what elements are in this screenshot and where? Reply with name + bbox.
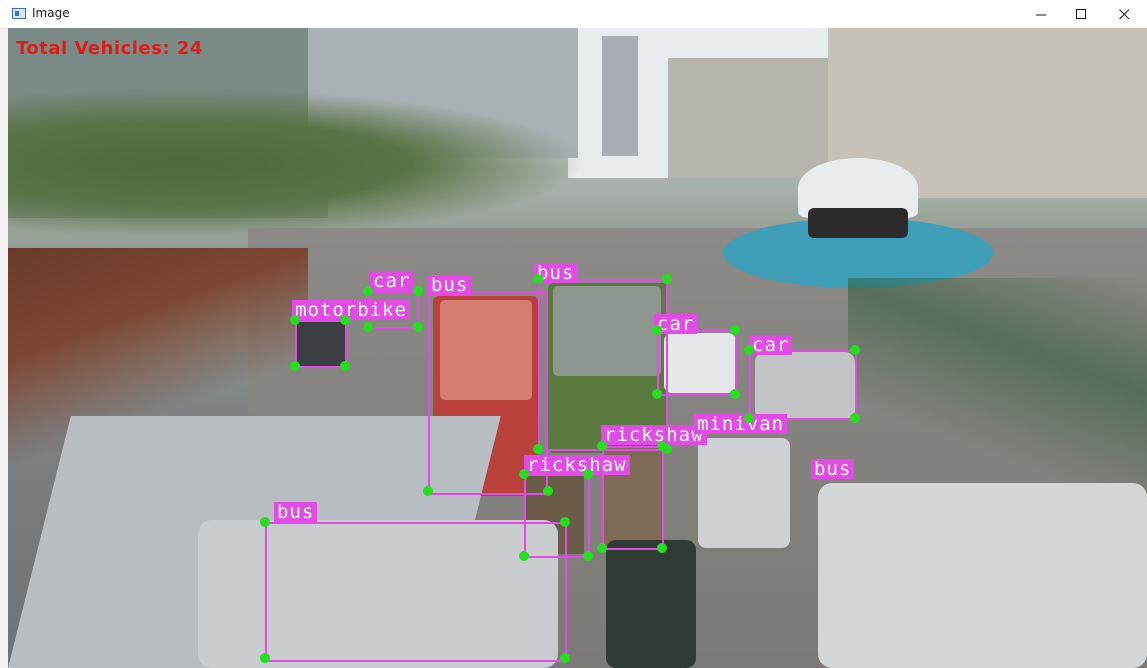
detection-box [749, 350, 857, 420]
traffic-signal [808, 208, 908, 238]
auto-rickshaw-shape [606, 540, 696, 668]
corner-marker [744, 413, 754, 423]
image-viewport: car bus bus motorbike car car rickshaw m… [8, 28, 1147, 668]
trees [8, 88, 588, 238]
bus-shape [198, 520, 558, 668]
detection-label: bus [428, 275, 472, 295]
detection-label: rickshaw [524, 455, 630, 475]
corner-marker [652, 325, 662, 335]
vehicle-count-text: Total Vehicles: 24 [16, 38, 203, 59]
corner-marker [560, 653, 570, 663]
corner-marker [533, 274, 543, 284]
corner-marker [363, 322, 373, 332]
corner-marker [340, 361, 350, 371]
minimize-icon [1035, 14, 1046, 15]
detection-label: rickshaw [601, 425, 707, 445]
corner-marker [730, 325, 740, 335]
corner-marker [260, 653, 270, 663]
detection-box [428, 291, 548, 495]
detection-box [265, 522, 567, 662]
motorbike-shape [296, 320, 346, 366]
window-titlebar: Image [0, 0, 1147, 29]
corner-marker [583, 469, 593, 479]
detection-label: bus [811, 459, 855, 479]
corner-marker [850, 413, 860, 423]
corner-marker [662, 444, 672, 454]
corner-marker [260, 517, 270, 527]
corner-marker [290, 361, 300, 371]
corner-marker [543, 486, 553, 496]
corner-marker [597, 441, 607, 451]
corner-marker [519, 469, 529, 479]
minimize-button[interactable] [1018, 0, 1064, 28]
detection-label: bus [534, 263, 578, 283]
corner-marker [744, 345, 754, 355]
corner-marker [560, 517, 570, 527]
corner-marker [657, 441, 667, 451]
maximize-button[interactable] [1058, 0, 1104, 28]
detection-label: car [654, 314, 698, 334]
close-icon [1118, 8, 1129, 19]
corner-marker [850, 345, 860, 355]
corner-marker [652, 389, 662, 399]
building [602, 36, 638, 156]
building [668, 58, 838, 178]
corner-marker [583, 551, 593, 561]
corner-marker [413, 322, 423, 332]
detection-box [295, 320, 347, 368]
corner-marker [413, 286, 423, 296]
detection-label: minivan [694, 414, 788, 434]
bus-roof [440, 300, 532, 400]
maximize-icon [1075, 8, 1086, 19]
close-button[interactable] [1101, 0, 1147, 28]
detection-label: bus [274, 502, 318, 522]
corner-marker [533, 444, 543, 454]
detection-label: car [370, 271, 414, 291]
detection-label: car [749, 335, 793, 355]
corner-marker [662, 274, 672, 284]
corner-marker [290, 315, 300, 325]
corner-marker [363, 286, 373, 296]
car-shape [664, 333, 736, 393]
detection-box [524, 474, 590, 558]
window-title: Image [32, 6, 70, 20]
app-image-icon [12, 8, 26, 19]
corner-marker [657, 543, 667, 553]
detection-box [657, 330, 737, 396]
corner-marker [340, 315, 350, 325]
detection-box [602, 446, 664, 550]
bus-shape [818, 483, 1147, 668]
corner-marker [730, 389, 740, 399]
bus-roof [553, 286, 661, 376]
corner-marker [423, 486, 433, 496]
car-shape [755, 352, 855, 420]
corner-marker [519, 551, 529, 561]
detection-label: motorbike [292, 300, 410, 320]
corner-marker [597, 543, 607, 553]
minivan-shape [698, 438, 790, 548]
